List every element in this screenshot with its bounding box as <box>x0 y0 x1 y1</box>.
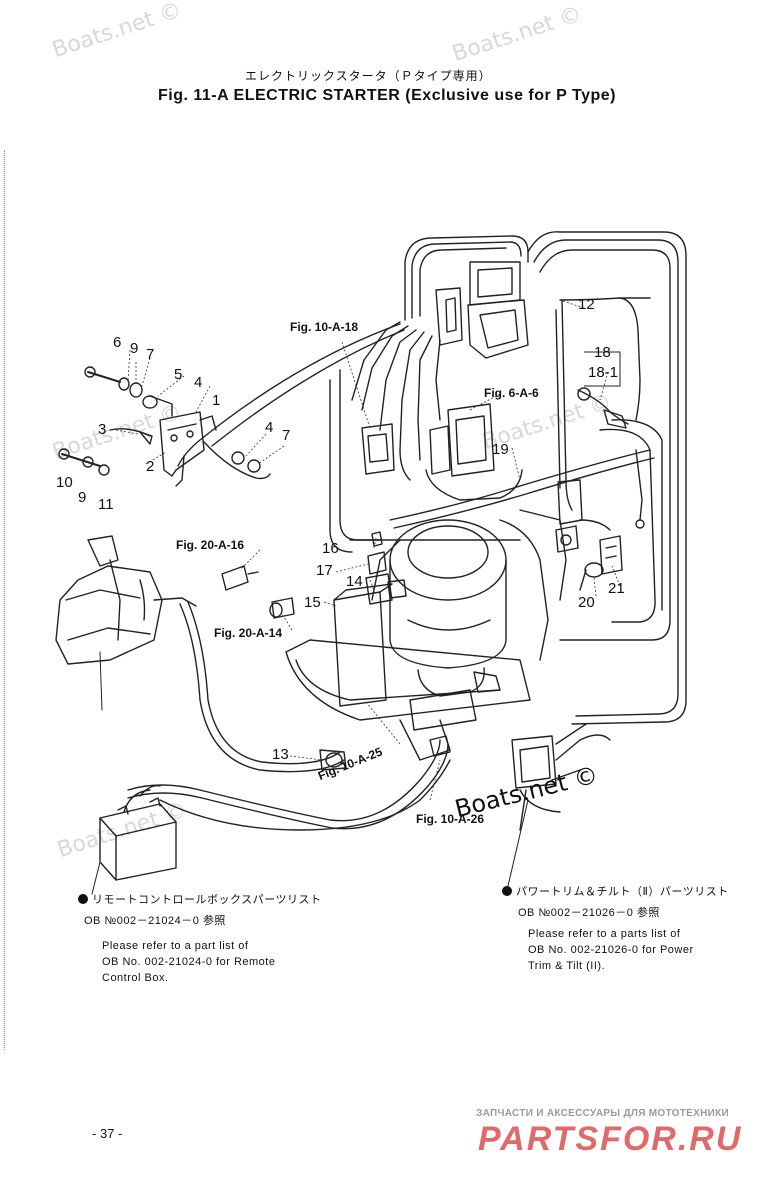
part-label-14: 14 <box>346 573 363 590</box>
part-label-13: 13 <box>272 746 289 763</box>
part-label-20: 20 <box>578 594 595 611</box>
note-right-ob: OB №002－21026－0 参照 <box>518 907 660 919</box>
japanese-title: エレクトリックスタータ（Ｐタイプ専用） <box>245 69 492 83</box>
partsfor-logo: PARTSFOR.RU <box>478 1120 743 1158</box>
fig-ref-10-a-26: Fig. 10-A-26 <box>416 812 485 826</box>
part-label-6: 6 <box>113 334 122 351</box>
note-left-ob: OB №002－21024－0 参照 <box>84 915 226 927</box>
part-label-11: 11 <box>98 496 114 513</box>
note-right-line-2: OB No. 002-21026-0 for Power <box>528 944 694 956</box>
part-label-1: 1 <box>212 392 221 409</box>
part-label-2: 2 <box>146 458 155 475</box>
part-label-4: 4 <box>194 374 203 391</box>
note-right-line-1: Please refer to a parts list of <box>528 928 681 940</box>
note-left-line-2: OB No. 002-21024-0 for Remote <box>102 956 276 968</box>
note-right-line-3: Trim & Tilt (II). <box>528 960 606 972</box>
part-label-7: 7 <box>146 346 155 363</box>
part-label-19: 19 <box>492 441 509 458</box>
fig-ref-20-a-14: Fig. 20-A-14 <box>214 626 283 640</box>
part-label-17: 17 <box>316 562 333 579</box>
part-label-9: 9 <box>78 489 87 506</box>
part-label-8: 9 <box>130 340 139 357</box>
part-label-21: 21 <box>608 580 625 597</box>
page-number: - 37 - <box>92 1126 123 1141</box>
figure-title: Fig. 11-A ELECTRIC STARTER (Exclusive us… <box>158 87 616 104</box>
note-left-jp: リモートコントロールボックスパーツリスト <box>92 894 322 906</box>
part-label-12: 12 <box>578 296 595 313</box>
part-label-5: 5 <box>174 366 183 383</box>
note-left-line-1: Please refer to a part list of <box>102 940 249 952</box>
fig-ref-20-a-16: Fig. 20-A-16 <box>176 538 245 552</box>
part-label-10: 10 <box>56 474 73 491</box>
part-label-18: 18 <box>594 344 611 361</box>
note-right-jp: パワートリム＆チルト（Ⅱ）パーツリスト <box>516 886 729 898</box>
part-label-4b: 4 <box>265 419 274 436</box>
part-label-7b: 7 <box>282 427 291 444</box>
part-label-3: 3 <box>98 421 107 438</box>
binding-line <box>4 150 5 1050</box>
fig-ref-10-a-18: Fig. 10-A-18 <box>290 320 359 334</box>
part-label-18-1: 18-1 <box>588 364 619 381</box>
part-label-15: 15 <box>304 594 321 611</box>
note-left-line-3: Control Box. <box>102 972 169 984</box>
fig-ref-6-a-6: Fig. 6-A-6 <box>484 386 539 400</box>
part-label-16: 16 <box>322 540 339 557</box>
bullet-icon <box>502 886 512 896</box>
bullet-icon <box>78 894 88 904</box>
footer-tagline: ЗАПЧАСТИ И АКСЕССУАРЫ ДЛЯ МОТОТЕХНИКИ <box>476 1108 729 1119</box>
